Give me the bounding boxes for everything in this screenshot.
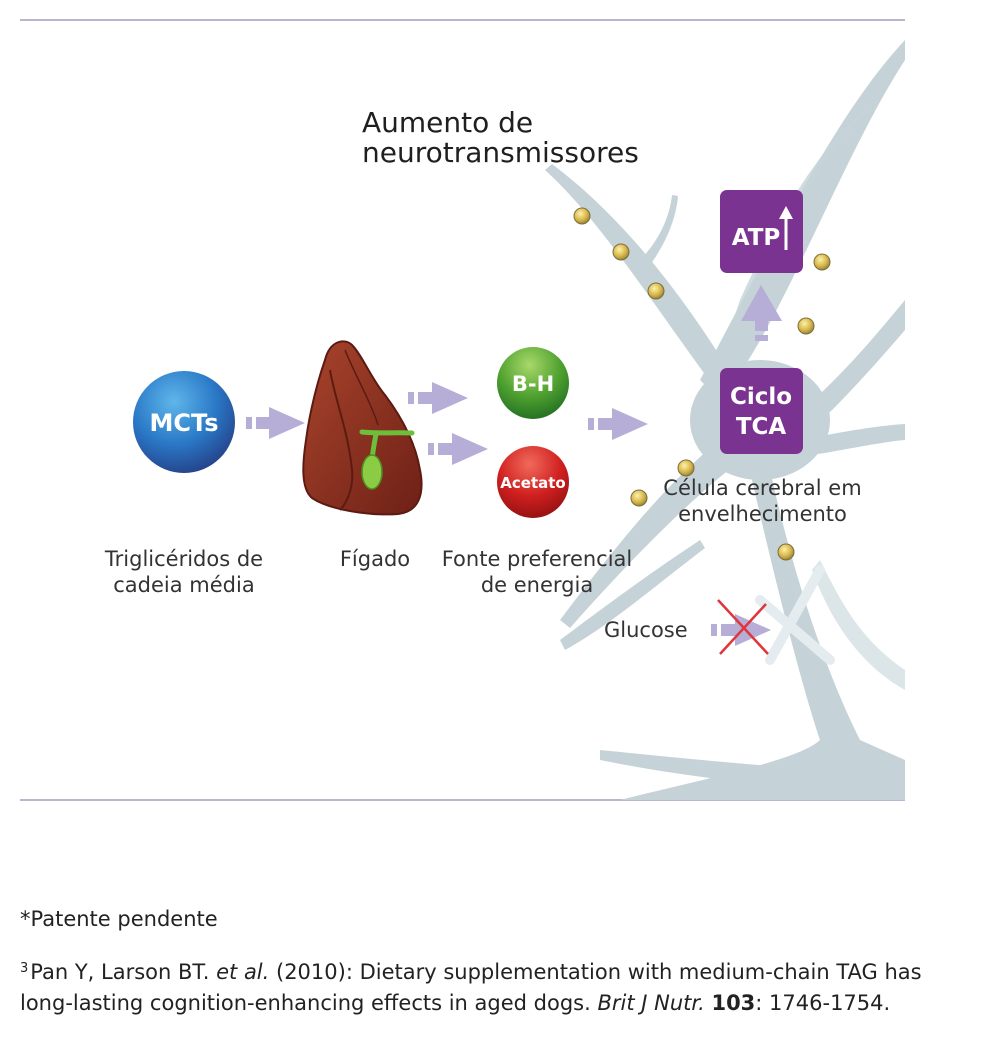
cell-caption-line1: Célula cerebral em	[663, 476, 862, 500]
arrow-liver-to-acetato	[428, 433, 488, 465]
mct-metabolism-diagram: MCTs	[20, 19, 905, 801]
cell-caption-line2: envelhecimento	[678, 502, 847, 526]
neurotransmitter-dot	[677, 459, 695, 477]
liver-illustration	[302, 340, 423, 516]
ref-pages: : 1746-1754.	[755, 991, 891, 1015]
glucose-caption-text: Glucose	[604, 618, 688, 642]
liver-caption-text: Fígado	[339, 547, 411, 571]
cell-caption: Célula cerebral em envelhecimento	[650, 475, 875, 527]
atp-label: ATP	[732, 225, 781, 251]
neurotransmitter-dot	[573, 207, 591, 225]
ref-authors: Pan Y, Larson BT.	[30, 960, 217, 984]
arrow-liver-to-bh	[408, 382, 468, 414]
acetato-node: Acetato	[497, 446, 569, 518]
arrow-energy-to-tca	[588, 408, 648, 440]
mcts-node: MCTs	[133, 371, 235, 473]
footnote-reference: 3Pan Y, Larson BT. et al. (2010): Dietar…	[20, 953, 980, 1019]
diagram-canvas: MCTs	[20, 19, 905, 801]
faded-cell-x	[755, 565, 835, 665]
ref-etal: et al.	[216, 960, 270, 984]
diagram-title: Aumento de neurotransmissores	[362, 108, 639, 168]
footnote-patent: *Patente pendente	[20, 907, 218, 931]
neurotransmitter-dot	[813, 253, 831, 271]
ref-number: 3	[20, 961, 29, 976]
ciclo-line1: Ciclo	[730, 384, 792, 410]
neurotransmitter-dot	[797, 317, 815, 335]
neurotransmitter-dot	[647, 282, 665, 300]
ref-journal: Brit J Nutr.	[597, 991, 705, 1015]
title-line1: Aumento de	[362, 106, 534, 139]
ciclo-line2: TCA	[736, 414, 787, 440]
mcts-caption-line1: Triglicéridos de	[104, 547, 264, 571]
acetato-label: Acetato	[500, 474, 565, 492]
neurotransmitter-dots	[573, 207, 831, 561]
arrow-up-icon	[779, 206, 793, 250]
neurotransmitter-dot	[630, 489, 648, 507]
bh-node: B-H	[497, 347, 569, 419]
ref-title: (2010): Dietary supplementation with med…	[20, 960, 922, 1015]
mcts-label: MCTs	[150, 409, 219, 437]
neurotransmitter-dot	[612, 243, 630, 261]
mcts-caption: Triglicéridos de cadeia média	[84, 546, 284, 598]
title-line2: neurotransmissores	[362, 136, 639, 169]
gallbladder	[361, 454, 383, 490]
source-caption-line2: de energia	[480, 573, 594, 597]
glucose-caption: Glucose	[604, 617, 704, 643]
mcts-caption-line2: cadeia média	[113, 573, 255, 597]
blocked-cross-icon	[717, 599, 769, 655]
ref-volume: 103	[711, 991, 756, 1015]
arrow-glucose-blocked	[711, 614, 771, 646]
atp-box: ATP	[720, 190, 803, 273]
ciclo-tca-box: Ciclo TCA	[720, 368, 803, 454]
liver-caption: Fígado	[330, 546, 420, 572]
source-caption-line1: Fonte preferencial	[441, 547, 633, 571]
arrow-tca-to-atp	[741, 285, 782, 341]
neurotransmitter-dot	[777, 543, 795, 561]
bh-label: B-H	[512, 372, 554, 396]
source-caption: Fonte preferencial de energia	[428, 546, 646, 598]
arrow-mcts-to-liver	[246, 407, 305, 439]
